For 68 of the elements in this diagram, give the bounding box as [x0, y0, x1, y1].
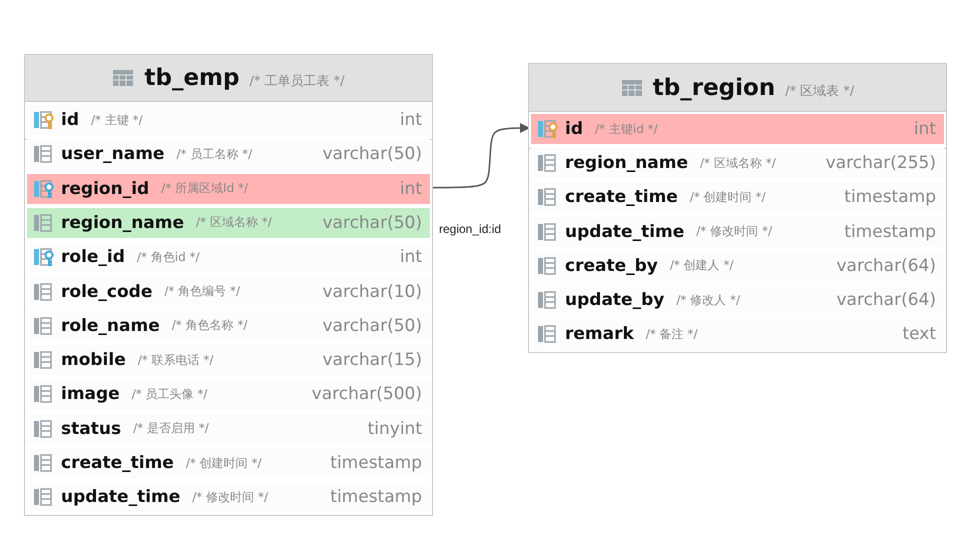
column-type: varchar(255) [826, 153, 936, 174]
column-type: int [400, 110, 422, 130]
column-comment: /* 角色id */ [136, 248, 200, 266]
column-comment: /* 联系电话 */ [138, 352, 214, 369]
column-type: varchar(15) [322, 350, 422, 370]
column-name: id [61, 110, 79, 130]
column-name: update_time [565, 222, 684, 242]
column-comment: /* 修改时间 */ [696, 223, 772, 240]
column-name: role_id [61, 247, 125, 268]
table-row [531, 114, 944, 144]
column-type: text [902, 324, 936, 344]
column-type: int [400, 247, 422, 268]
column-comment: /* 备注 */ [646, 326, 698, 343]
column-comment: /* 角色名称 */ [172, 317, 248, 334]
column-name: status [61, 418, 122, 439]
column-name: image [61, 384, 120, 404]
column-name: region_name [565, 153, 688, 174]
column-type: varchar(10) [322, 282, 422, 302]
column-name: id [565, 119, 583, 139]
table-comment: /* 区域表 */ [785, 82, 854, 100]
table-card [528, 63, 947, 353]
column-name: region_id [61, 178, 150, 199]
column-name: update_time [61, 487, 180, 508]
column-comment: /* 区域名称 */ [196, 214, 272, 232]
column-type: int [914, 119, 936, 139]
column-type: varchar(500) [312, 384, 422, 404]
column-type: int [400, 178, 422, 199]
column-type: varchar(50) [322, 316, 422, 336]
table-card [24, 54, 433, 516]
edge-label: region_id:id [439, 222, 502, 236]
column-comment: /* 角色编号 */ [164, 283, 240, 300]
column-comment: /* 创建时间 */ [186, 454, 262, 472]
column-name: user_name [61, 144, 164, 164]
column-name: region_name [61, 212, 184, 233]
column-comment: /* 员工头像 */ [132, 386, 208, 403]
column-type: tinyint [368, 418, 422, 439]
column-type: varchar(50) [322, 212, 422, 233]
table-comment: /* 工单员工表 */ [249, 73, 345, 90]
column-name: create_time [565, 187, 678, 208]
column-type: timestamp [330, 487, 422, 508]
column-comment: /* 是否启用 */ [133, 420, 209, 438]
column-type: timestamp [844, 187, 936, 208]
column-comment: /* 修改人 */ [676, 292, 740, 308]
table-name: tb_region [652, 74, 776, 100]
column-name: create_time [61, 453, 174, 473]
column-comment: /* 创建人 */ [670, 257, 734, 274]
table-row [27, 174, 430, 204]
column-name: remark [565, 324, 634, 344]
column-type: varchar(64) [836, 290, 936, 310]
column-comment: /* 修改时间 */ [192, 488, 268, 506]
column-comment: /* 主键id */ [595, 120, 658, 138]
column-comment: /* 员工名称 */ [176, 146, 252, 163]
column-comment: /* 所属区域Id */ [161, 180, 248, 198]
column-type: varchar(50) [322, 144, 422, 164]
column-comment: /* 创建时间 */ [690, 188, 766, 206]
column-name: update_by [565, 290, 664, 310]
column-type: varchar(64) [836, 256, 936, 276]
column-type: timestamp [330, 453, 422, 473]
table-row [27, 208, 430, 238]
column-name: mobile [61, 350, 126, 370]
column-name: create_by [565, 256, 658, 276]
column-name: role_name [61, 316, 160, 336]
relationship-arrow [431, 123, 530, 188]
column-comment: /* 区域名称 */ [700, 154, 776, 172]
column-name: role_code [61, 282, 152, 302]
table-name: tb_emp [144, 65, 240, 91]
column-comment: /* 主键 */ [91, 112, 143, 128]
column-type: timestamp [844, 222, 936, 242]
